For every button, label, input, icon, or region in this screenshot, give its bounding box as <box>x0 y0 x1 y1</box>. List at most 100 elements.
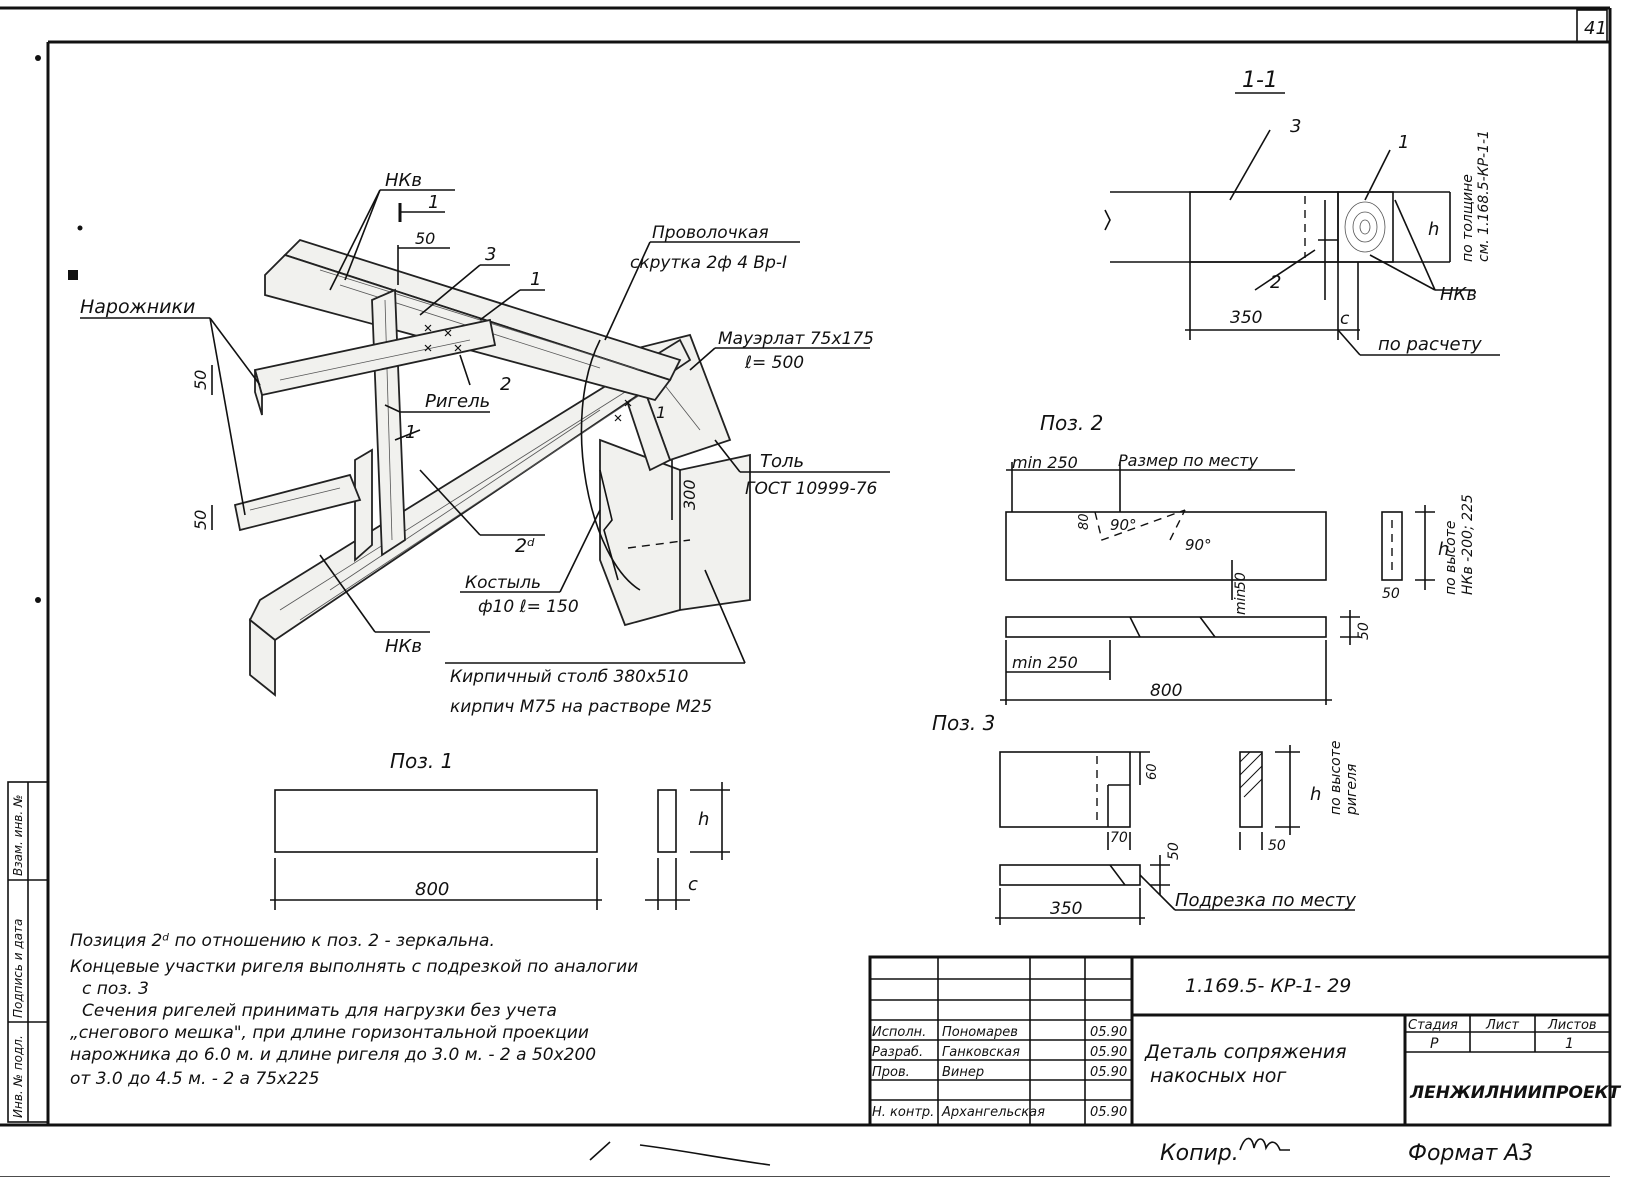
note-line-1: Позиция 2ᵈ по отношению к поз. 2 - зерка… <box>70 931 495 951</box>
pos2-min-label: min <box>1233 589 1249 615</box>
pos2-height-1: по высоте <box>1443 520 1459 595</box>
axo-dim-50-low: 50 <box>191 510 210 530</box>
pos2-dim-80: 80 <box>1077 513 1092 530</box>
pos2-title: Поз. 2 <box>1040 411 1103 435</box>
pos2-angle-1: 90° <box>1110 516 1137 534</box>
pos2-min250-top: min 250 <box>1012 453 1078 472</box>
copier-signature <box>1239 1137 1290 1151</box>
axo-dim-50-left: 50 <box>191 370 210 390</box>
axonometric-view: НКв 1 50 3 1 Проволочкая скрутка 2ф 4 Вр… <box>80 170 890 717</box>
sheets-label: Листов <box>1547 1018 1597 1033</box>
nail-marks <box>424 324 632 422</box>
side-stamp: Инв. № подл. Подпись и дата Взам. инв. № <box>7 781 49 1123</box>
footer: Копир. Формат А3 <box>589 1137 1533 1166</box>
pos2-h: h <box>1438 539 1449 560</box>
section-dim-350: 350 <box>1230 308 1262 328</box>
footer-format: Формат А3 <box>1408 1141 1533 1166</box>
tb-role-4: Н. контр. <box>872 1105 934 1120</box>
section-1-1: 1-1 3 1 h 2 по толщине см. 1.168.5-КР-1-… <box>1104 68 1500 356</box>
section-pos-3: 3 <box>1290 116 1301 137</box>
sheet-label: Лист <box>1485 1018 1519 1033</box>
axo-tol-label-1: Толь <box>760 451 804 472</box>
pos-3-detail: Поз. 3 60 70 h по высоте ригеля 50 50 35… <box>932 711 1360 925</box>
pos1-c: с <box>688 874 698 895</box>
axo-nkv-bottom: НКв <box>385 636 422 657</box>
pos3-dim-70: 70 <box>1110 830 1128 846</box>
axo-tol-label-2: ГОСТ 10999-76 <box>745 479 878 499</box>
tb-date-1: 05.90 <box>1090 1025 1127 1040</box>
tb-role-2: Разраб. <box>872 1045 923 1060</box>
pos2-angle-2: 90° <box>1185 536 1212 554</box>
tb-date-3: 05.90 <box>1090 1065 1127 1080</box>
tb-name-3: Винер <box>942 1065 984 1080</box>
pos2-dim-800: 800 <box>1150 681 1182 701</box>
pos3-height-2: ригеля <box>1344 764 1360 816</box>
pos3-dim-50-side: 50 <box>1268 838 1286 854</box>
pos3-dim-50-plan: 50 <box>1166 842 1182 860</box>
tb-date-2: 05.90 <box>1090 1045 1127 1060</box>
axo-mauerlat-label-1: Мауэрлат 75х175 <box>718 329 874 349</box>
pos1-h: h <box>698 809 709 830</box>
side-stamp-cell-3: Взам. инв. № <box>11 795 25 876</box>
pos3-dim-60: 60 <box>1145 763 1160 780</box>
pos2-min250-bottom: min 250 <box>1012 653 1078 672</box>
section-title: 1-1 <box>1242 68 1278 93</box>
axo-brick-label-1: Кирпичный столб 380х510 <box>450 667 688 687</box>
note-line-3: с поз. 3 <box>82 979 149 999</box>
stage-label: Стадия <box>1408 1018 1458 1033</box>
title-block: 1.169.5- КР-1- 29 Исполн. Пономарев 05.9… <box>868 955 1621 1127</box>
note-line-5: „снегового мешка", при длине горизонталь… <box>70 1023 589 1043</box>
pos2-dim-50-side: 50 <box>1382 586 1400 602</box>
pos2-min-50: 50 <box>1233 572 1249 590</box>
axo-brick-label-2: кирпич М75 на растворе М25 <box>450 697 712 717</box>
pos3-title: Поз. 3 <box>932 711 995 735</box>
axo-dim-300: 300 <box>680 479 699 510</box>
pos-2-detail: Поз. 2 min 250 Размер по месту 90° 90° 8… <box>1000 411 1476 705</box>
axo-pos-1-small: 1 <box>656 403 666 422</box>
axo-wire-label-1: Проволочкая <box>652 223 769 243</box>
pos1-dim-800: 800 <box>415 879 449 900</box>
axo-dim-50-top: 50 <box>415 229 435 248</box>
tb-name-1: Пономарев <box>942 1025 1018 1040</box>
axo-kostyl-label-1: Костыль <box>465 573 541 593</box>
drawing-title-2: накосных ног <box>1150 1065 1287 1087</box>
board-lower <box>233 473 362 532</box>
section-dim-c: с <box>1340 309 1350 329</box>
note-line-4: Сечения ригелей принимать для нагрузки б… <box>82 1001 557 1021</box>
axo-leaders <box>80 189 890 664</box>
pos3-dim-350: 350 <box>1050 899 1082 919</box>
tb-role-1: Исполн. <box>872 1025 926 1040</box>
axo-pos-1-top: 1 <box>530 269 541 290</box>
pos3-trim: Подрезка по месту <box>1175 890 1356 911</box>
tb-role-3: Пров. <box>872 1065 910 1080</box>
general-notes: Позиция 2ᵈ по отношению к поз. 2 - зерка… <box>70 931 638 1089</box>
axo-rigel-label: Ригель <box>425 391 490 412</box>
axo-wire-label-2: скрутка 2ф 4 Вр-I <box>630 253 787 273</box>
side-stamp-cell-1: Инв. № подл. <box>11 1035 25 1118</box>
rafter-lower <box>248 338 692 697</box>
wire-twist-arc <box>580 339 641 591</box>
sheet-number: 41 <box>1584 18 1607 39</box>
tb-name-4: Архангельская <box>941 1105 1045 1120</box>
note-line-2: Концевые участки ригеля выполнять с подр… <box>70 957 638 977</box>
sheets-value: 1 <box>1565 1036 1574 1052</box>
side-stamp-cell-2: Подпись и дата <box>11 919 25 1018</box>
note-line-7: от 3.0 до 4.5 м. - 2 а 75х225 <box>70 1069 320 1089</box>
axo-pos-2: 2 <box>500 374 511 395</box>
section-thickness-2: см. 1.168.5-КР-1-1 <box>1476 130 1492 262</box>
doc-code: 1.169.5- КР-1- 29 <box>1185 975 1351 997</box>
footer-copied: Копир. <box>1160 1141 1239 1166</box>
pos2-size-by-place: Размер по месту <box>1118 451 1258 470</box>
organization: ЛЕНЖИЛНИИПРОЕКТ <box>1409 1083 1621 1103</box>
brick-pillar <box>599 438 751 627</box>
section-h: h <box>1428 219 1439 240</box>
note-line-6: нарожника до 6.0 м. и длине ригеля до 3.… <box>70 1045 596 1065</box>
pos2-dim-50-plan: 50 <box>1356 622 1372 640</box>
pos2-height-2: НКв -200; 225 <box>1460 494 1476 595</box>
section-by-calc: по расчету <box>1378 334 1482 355</box>
pos1-title: Поз. 1 <box>390 749 453 773</box>
sheet-frame: 41 <box>0 6 1612 1177</box>
rigel-beam <box>354 288 406 562</box>
axo-kostyl-label-2: ф10 ℓ= 150 <box>478 597 579 617</box>
